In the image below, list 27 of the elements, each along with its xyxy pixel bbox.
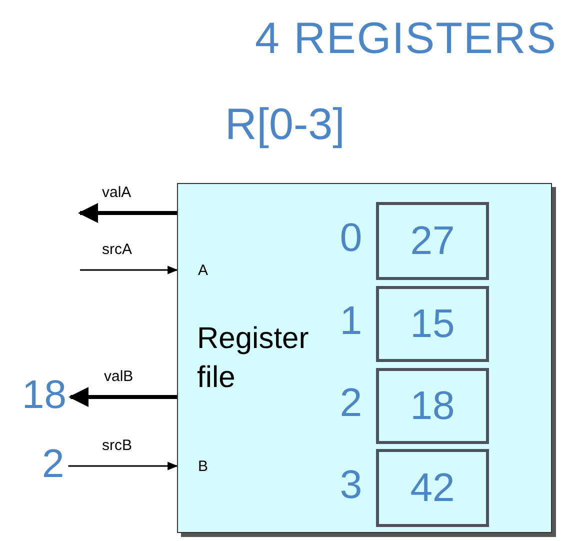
register-box	[376, 449, 489, 527]
block-label: Register file	[197, 321, 310, 396]
edge-label: valA	[102, 184, 132, 201]
edge-label: valB	[104, 368, 134, 385]
register-value: 18	[410, 384, 455, 428]
edge-label: srcB	[102, 437, 132, 454]
heading: R[0-3]	[225, 100, 345, 150]
register-value: 42	[410, 466, 455, 510]
port-label: A	[198, 262, 208, 279]
register-index: 3	[338, 463, 364, 508]
register-value: 27	[410, 218, 455, 264]
arrow	[78, 203, 177, 223]
register-box	[376, 368, 489, 444]
port-label: B	[198, 458, 208, 475]
edge-label: srcA	[102, 241, 132, 258]
register-value: 15	[410, 302, 455, 346]
arrow	[68, 387, 177, 407]
register-index: 1	[338, 299, 364, 344]
register-box	[376, 202, 489, 280]
arrow	[80, 266, 178, 274]
heading: 4 REGISTERS	[255, 14, 557, 64]
arrow	[68, 462, 178, 470]
value-annotation: 2	[42, 441, 64, 487]
register-box	[376, 286, 489, 362]
register-index: 0	[338, 216, 364, 261]
value-annotation: 18	[22, 372, 66, 418]
register-index: 2	[338, 381, 364, 426]
